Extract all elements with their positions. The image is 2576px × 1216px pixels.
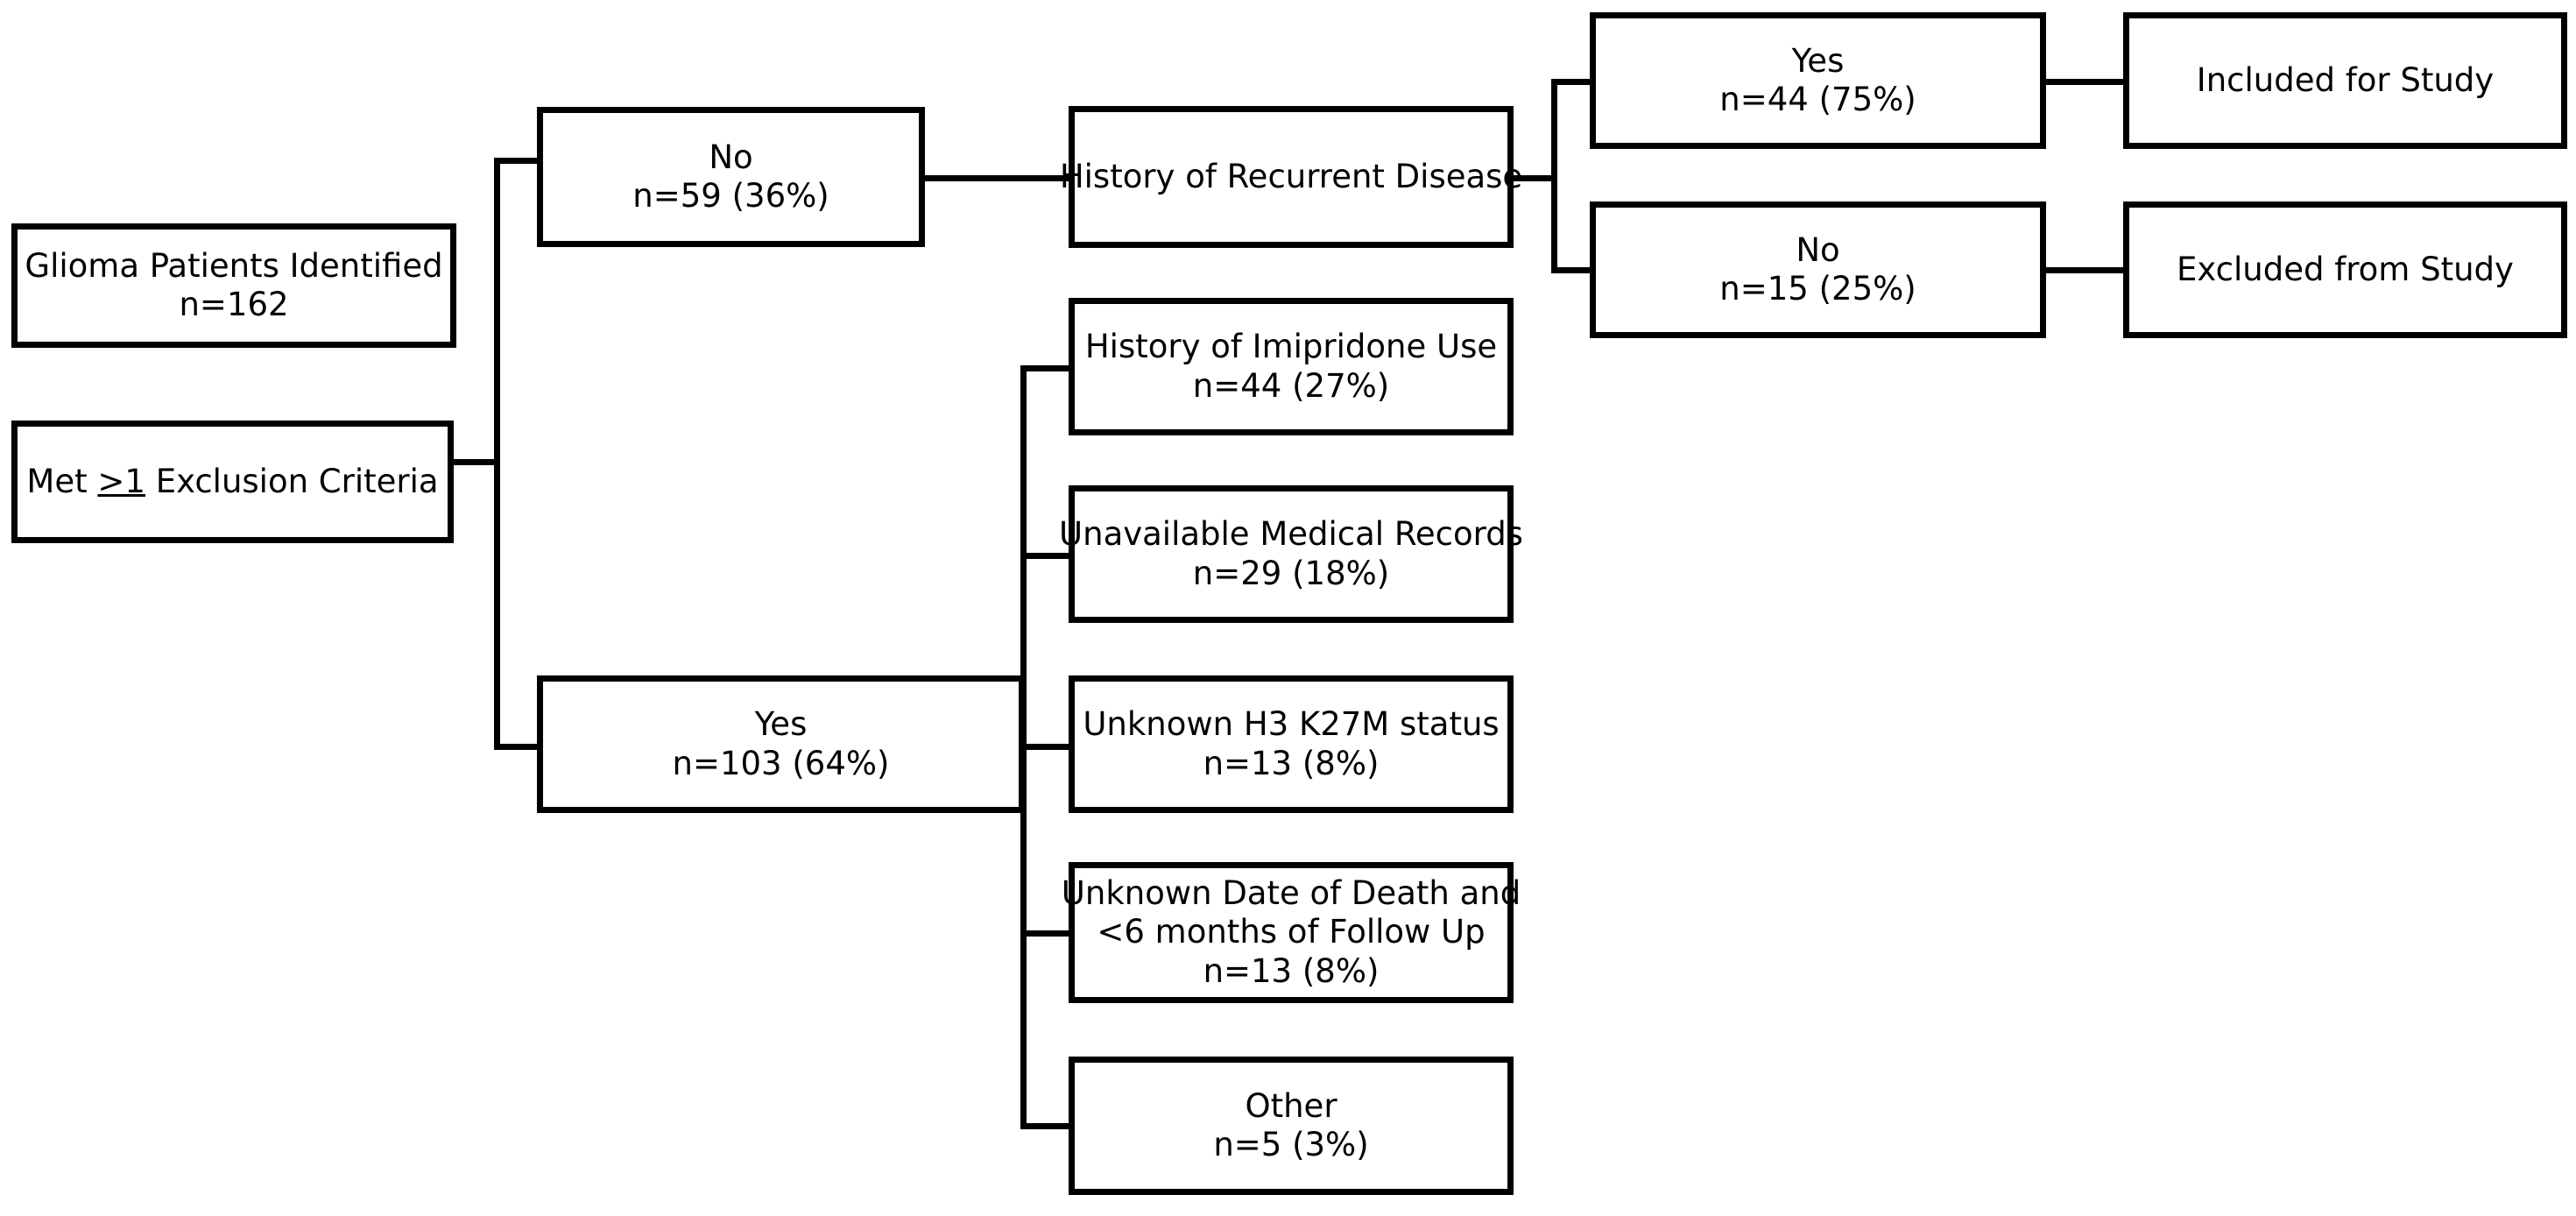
node-line-1: Included for Study bbox=[2196, 60, 2495, 99]
node-line-1: History of Recurrent Disease bbox=[1059, 157, 1523, 195]
node-line-2: n=44 (75%) bbox=[1719, 81, 1916, 118]
node-line-2: n=5 (3%) bbox=[1213, 1126, 1369, 1163]
node-included-for-study[interactable]: Included for Study bbox=[2123, 12, 2567, 149]
node-recurrent-yes[interactable]: Yes n=44 (75%) bbox=[1590, 12, 2046, 149]
node-line-1: Yes bbox=[1791, 41, 1845, 80]
node-line-1: Excluded from Study bbox=[2177, 250, 2514, 288]
node-exclusion-yes[interactable]: Yes n=103 (64%) bbox=[537, 675, 1025, 813]
node-line-1: Glioma Patients Identified bbox=[25, 246, 443, 285]
connector-no15-to-excluded bbox=[2041, 267, 2127, 273]
node-line-1: Unknown H3 K27M status bbox=[1083, 705, 1500, 744]
exclusion-suffix: Exclusion Criteria bbox=[145, 462, 439, 500]
node-line-3: n=13 (8%) bbox=[1203, 951, 1380, 990]
node-recurrent-no[interactable]: No n=15 (25%) bbox=[1590, 201, 2046, 338]
node-line-1: Met >1 Exclusion Criteria bbox=[26, 463, 438, 501]
node-line-1: History of Imipridone Use bbox=[1084, 328, 1498, 366]
greater-or-equal-symbol: >1 bbox=[97, 462, 145, 500]
node-line-1: Unavailable Medical Records bbox=[1059, 515, 1523, 554]
node-line-1: No bbox=[709, 138, 753, 176]
connector-trunk-to-yes bbox=[494, 744, 542, 750]
connector-no-to-recurrent bbox=[920, 175, 1073, 181]
connector-trunk-to-imipridone bbox=[1020, 365, 1071, 371]
connector-recurrent-to-yes bbox=[1551, 79, 1593, 85]
node-line-2: n=15 (25%) bbox=[1719, 270, 1916, 308]
connector-exclusion-stub bbox=[450, 459, 500, 465]
node-unknown-date-of-death-followup[interactable]: Unknown Date of Death and <6 months of F… bbox=[1062, 862, 1521, 1003]
node-history-recurrent-disease[interactable]: History of Recurrent Disease bbox=[1060, 106, 1522, 248]
node-met-exclusion-criteria[interactable]: Met >1 Exclusion Criteria bbox=[11, 421, 454, 543]
node-line-1: Other bbox=[1245, 1086, 1337, 1125]
node-line-2: n=13 (8%) bbox=[1203, 744, 1380, 782]
connector-yes44-to-included bbox=[2041, 79, 2127, 85]
connector-trunk-to-k27m bbox=[1020, 744, 1071, 750]
node-exclusion-no[interactable]: No n=59 (36%) bbox=[537, 107, 925, 247]
node-line-2: n=162 bbox=[179, 286, 289, 323]
node-other[interactable]: Other n=5 (3%) bbox=[1069, 1057, 1514, 1195]
connector-left-trunk bbox=[494, 158, 500, 750]
connector-recurrent-trunk bbox=[1551, 79, 1557, 273]
node-line-1: No bbox=[1796, 230, 1840, 269]
node-line-2: n=29 (18%) bbox=[1192, 554, 1390, 592]
node-line-2: n=44 (27%) bbox=[1192, 366, 1390, 405]
node-line-2: n=59 (36%) bbox=[632, 177, 829, 215]
node-glioma-patients-identified[interactable]: Glioma Patients Identified n=162 bbox=[11, 223, 456, 348]
node-line-2: n=103 (64%) bbox=[672, 744, 890, 782]
node-unavailable-medical-records[interactable]: Unavailable Medical Records n=29 (18%) bbox=[1059, 485, 1523, 623]
node-line-1: Unknown Date of Death and bbox=[1061, 873, 1521, 912]
node-unknown-h3-k27m-status[interactable]: Unknown H3 K27M status n=13 (8%) bbox=[1069, 675, 1514, 813]
exclusion-prefix: Met bbox=[26, 462, 98, 500]
connector-trunk-to-other bbox=[1020, 1123, 1071, 1129]
connector-trunk-to-records bbox=[1020, 553, 1071, 559]
node-line-1: Yes bbox=[754, 705, 808, 744]
node-history-imipridone-use[interactable]: History of Imipridone Use n=44 (27%) bbox=[1069, 298, 1514, 435]
node-excluded-from-study[interactable]: Excluded from Study bbox=[2123, 201, 2567, 338]
node-line-2: <6 months of Follow Up bbox=[1097, 913, 1486, 951]
connector-recurrent-to-no bbox=[1551, 267, 1593, 273]
connector-trunk-to-followup bbox=[1020, 930, 1071, 937]
connector-trunk-to-no bbox=[494, 158, 542, 164]
connector-recurrent-stub bbox=[1508, 175, 1557, 181]
